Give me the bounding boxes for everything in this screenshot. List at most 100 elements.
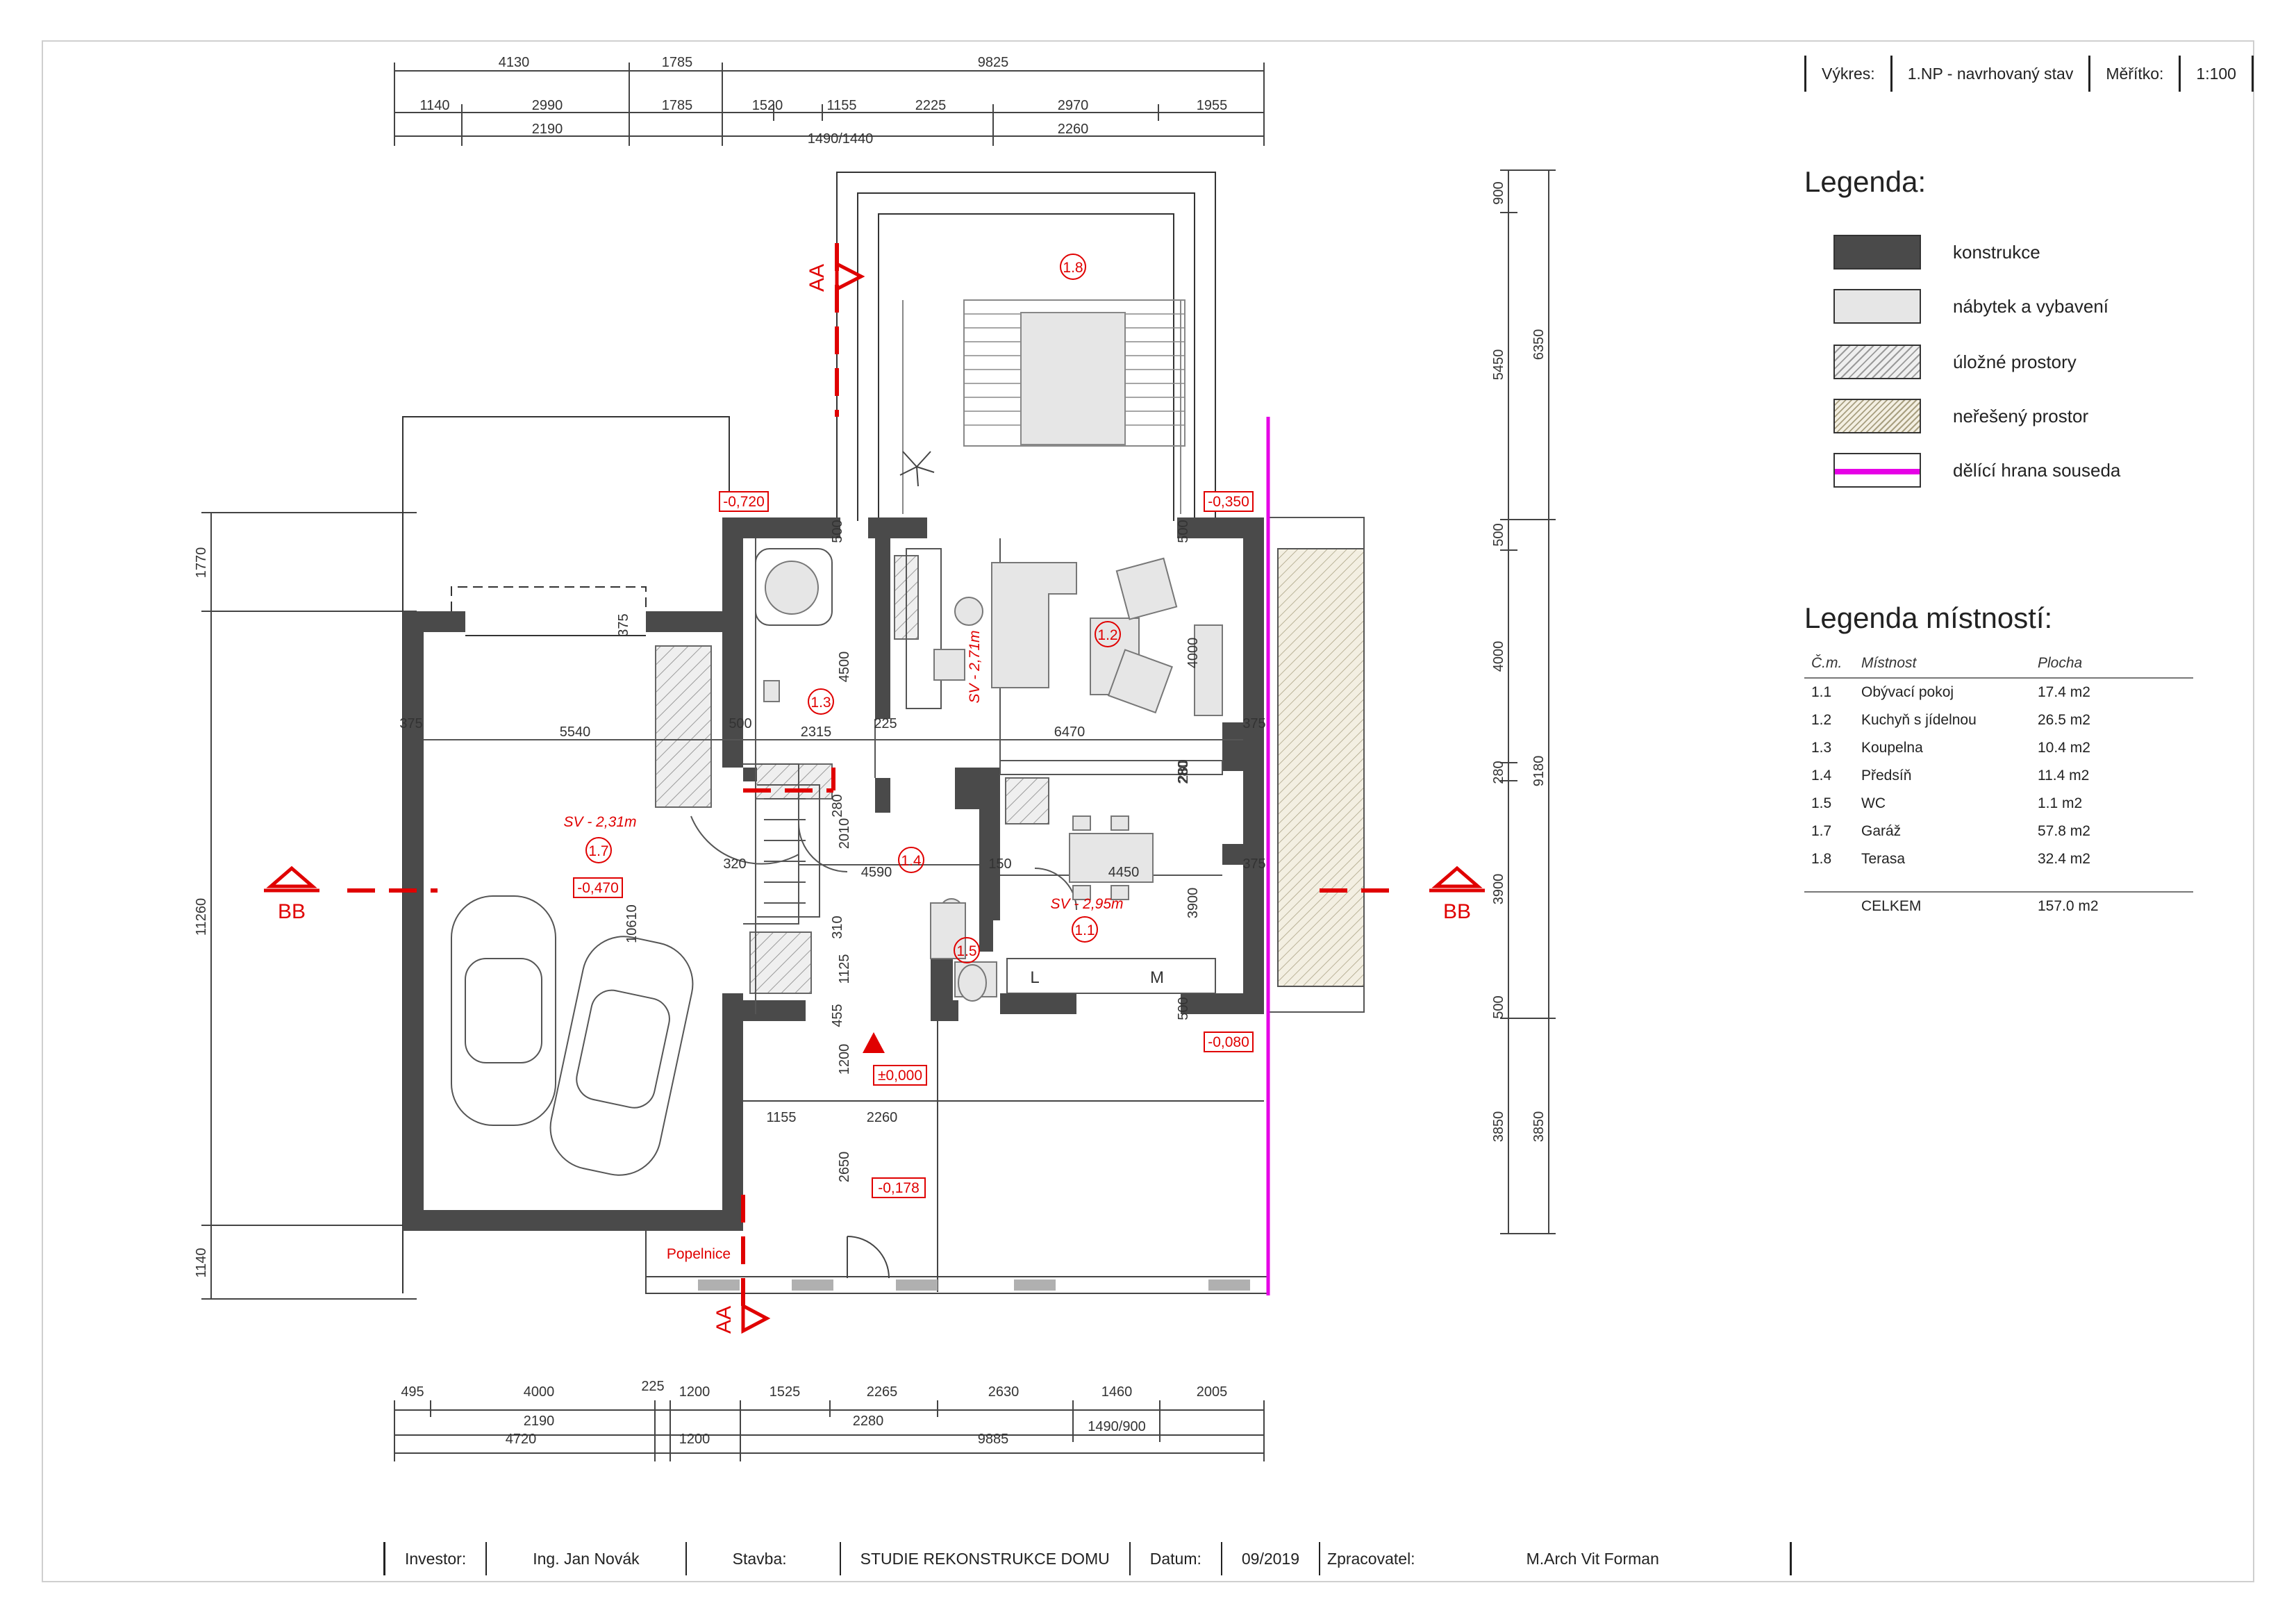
author-label: Zpracovatel:	[1319, 1542, 1507, 1575]
svg-text:495: 495	[401, 1384, 424, 1400]
table-header: Č.m. Místnost Plocha	[1804, 649, 2193, 679]
scale-value: 1:100	[2179, 56, 2254, 92]
svg-text:375: 375	[1242, 856, 1265, 872]
svg-text:4450: 4450	[1108, 865, 1140, 880]
investor-value: Ing. Jan Novák	[485, 1542, 685, 1575]
dim-top-2: 1785	[662, 55, 693, 70]
ceiling-height: SV - 2,71m	[967, 630, 983, 703]
level-mark: -0,350	[1208, 494, 1249, 510]
svg-text:280: 280	[830, 794, 845, 817]
svg-text:225: 225	[641, 1379, 664, 1394]
svg-text:10610: 10610	[624, 904, 640, 943]
svg-text:1520: 1520	[752, 98, 783, 113]
table-total-row: CELKEM 157.0 m2	[1861, 898, 2099, 914]
svg-text:2265: 2265	[867, 1384, 898, 1400]
title-block-footer: Investor: Ing. Jan Novák Stavba: STUDIE …	[383, 1542, 1792, 1575]
svg-text:1490/900: 1490/900	[1088, 1419, 1145, 1434]
level-mark: -0,470	[577, 880, 619, 896]
svg-text:500: 500	[1491, 995, 1506, 1018]
room-tag: 1.2	[1097, 627, 1117, 643]
svg-text:2970: 2970	[1058, 98, 1089, 113]
svg-text:2315: 2315	[801, 724, 832, 740]
svg-text:375: 375	[616, 613, 631, 636]
section-mark-aa: AA	[713, 1306, 735, 1334]
svg-text:280: 280	[1176, 759, 1191, 782]
svg-text:320: 320	[723, 856, 746, 872]
room-tag: 1.4	[901, 853, 922, 869]
date-label: Datum:	[1129, 1542, 1221, 1575]
build-label: Stavba:	[685, 1542, 840, 1575]
svg-text:4000: 4000	[1186, 638, 1201, 669]
dim-top	[394, 63, 1265, 146]
svg-text:1140: 1140	[419, 98, 449, 113]
ceiling-height: SV - 2,95m	[1050, 896, 1123, 912]
drawing-frame	[42, 40, 2254, 1582]
svg-text:5540: 5540	[560, 724, 591, 740]
svg-text:1125: 1125	[837, 954, 852, 984]
author-value: M.Arch Vit Forman	[1526, 1549, 1659, 1568]
legend-item: dělící hrana souseda	[1833, 453, 2120, 488]
section-mark-aa: AA	[806, 264, 829, 292]
svg-text:2225: 2225	[915, 98, 947, 113]
svg-text:1140: 1140	[194, 1248, 209, 1277]
build-value: STUDIE REKONSTRUKCE DOMU	[839, 1542, 1129, 1575]
legend-swatch-construction	[1833, 235, 1921, 270]
section-mark-bb: BB	[278, 900, 306, 923]
appliance-label: M	[1150, 968, 1164, 987]
svg-text:455: 455	[830, 1004, 845, 1027]
svg-text:1490/1440: 1490/1440	[808, 131, 874, 147]
section-mark-bb: BB	[1443, 900, 1471, 923]
svg-text:2630: 2630	[988, 1384, 1020, 1400]
legend-swatch-unheated	[1833, 399, 1921, 433]
level-mark: -0,080	[1208, 1034, 1249, 1050]
svg-text:150: 150	[988, 856, 1011, 872]
svg-text:1200: 1200	[679, 1432, 710, 1447]
svg-text:310: 310	[830, 915, 845, 938]
car-outlines	[451, 895, 694, 1176]
bin-label: Popelnice	[667, 1246, 731, 1262]
room-tag: 1.8	[1063, 260, 1083, 276]
svg-text:9180: 9180	[1531, 756, 1547, 787]
svg-text:2010: 2010	[837, 818, 852, 850]
legend-item: konstrukce	[1833, 235, 2040, 270]
legend-item: úložné prostory	[1833, 345, 2077, 379]
level-mark: -0,178	[878, 1180, 920, 1196]
svg-text:2650: 2650	[837, 1152, 852, 1183]
svg-text:2260: 2260	[1058, 122, 1089, 137]
svg-text:3850: 3850	[1491, 1111, 1506, 1143]
svg-text:2990: 2990	[532, 98, 563, 113]
svg-text:500: 500	[830, 520, 845, 542]
room-tag: 1.7	[588, 843, 608, 859]
svg-text:500: 500	[729, 716, 751, 731]
room-tag: 1.1	[1074, 922, 1095, 938]
svg-text:5450: 5450	[1491, 349, 1506, 381]
svg-text:2005: 2005	[1197, 1384, 1228, 1400]
svg-text:1785: 1785	[662, 98, 693, 113]
dim-top-3: 9825	[978, 55, 1009, 70]
svg-text:1460: 1460	[1101, 1384, 1133, 1400]
svg-text:2190: 2190	[524, 1414, 555, 1429]
svg-text:500: 500	[1176, 520, 1191, 542]
legend-item: nábytek a vybavení	[1833, 289, 2108, 324]
svg-text:280: 280	[1491, 761, 1506, 784]
svg-text:3900: 3900	[1491, 874, 1506, 905]
legend-swatch-furniture	[1833, 289, 1921, 324]
svg-text:1200: 1200	[837, 1044, 852, 1075]
svg-text:4500: 4500	[837, 652, 852, 683]
svg-text:3850: 3850	[1531, 1111, 1547, 1143]
svg-text:11260: 11260	[194, 898, 209, 936]
svg-text:4720: 4720	[506, 1432, 537, 1447]
svg-text:500: 500	[1491, 523, 1506, 546]
appliance-label: L	[1030, 968, 1039, 987]
legend-item: neřešený prostor	[1833, 399, 2088, 433]
room-tag: 1.5	[956, 943, 976, 959]
svg-text:3900: 3900	[1186, 888, 1201, 919]
svg-text:2260: 2260	[867, 1110, 898, 1125]
ceiling-height: SV - 2,31m	[563, 814, 636, 830]
